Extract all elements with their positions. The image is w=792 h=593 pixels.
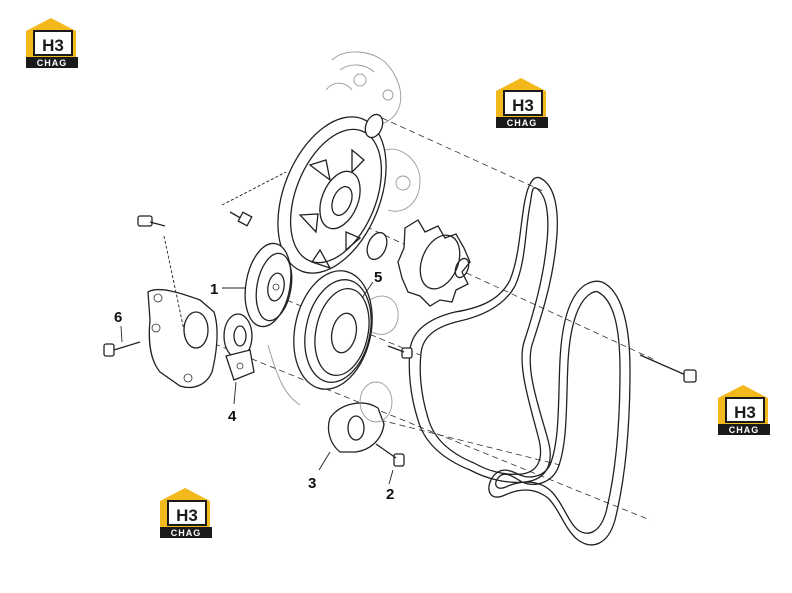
callout-2: 2: [386, 486, 394, 503]
belt-tensioner: [327, 381, 393, 453]
tensioner-pulley: [223, 313, 255, 381]
bolt-pulley-5: [387, 345, 413, 359]
bolt-bracket-upper: [137, 215, 186, 336]
watermark-logo-top-center: [495, 77, 549, 129]
callout-3: 3: [308, 475, 316, 492]
water-pump-hub: [364, 113, 388, 261]
tensioner-bracket: [147, 288, 218, 389]
callout-labels: 1 2 3 4 5 6: [114, 269, 394, 503]
idler-pulley: [244, 242, 293, 328]
callout-4: 4: [228, 408, 237, 425]
crank-pulley: [293, 270, 373, 390]
watermark-logo-top-left: [25, 17, 79, 69]
callout-leaders: [120, 281, 394, 485]
drive-belt-lower: [488, 280, 631, 546]
bolt-right-long: [639, 354, 697, 383]
bolt-top-left: [221, 171, 287, 227]
watermark-logo-bottom-left: [159, 487, 213, 539]
crankshaft-pulley: [277, 116, 387, 274]
drive-belt-upper: [408, 176, 558, 484]
watermark-logo-right: [717, 384, 771, 436]
callout-6: 6: [114, 309, 122, 326]
bolt-6: [103, 341, 141, 357]
water-pump-impeller: [397, 219, 471, 307]
callout-5: 5: [374, 269, 382, 286]
ghost-engine-housing: [267, 51, 421, 406]
bolt-2: [375, 443, 405, 467]
callout-1: 1: [210, 281, 218, 298]
